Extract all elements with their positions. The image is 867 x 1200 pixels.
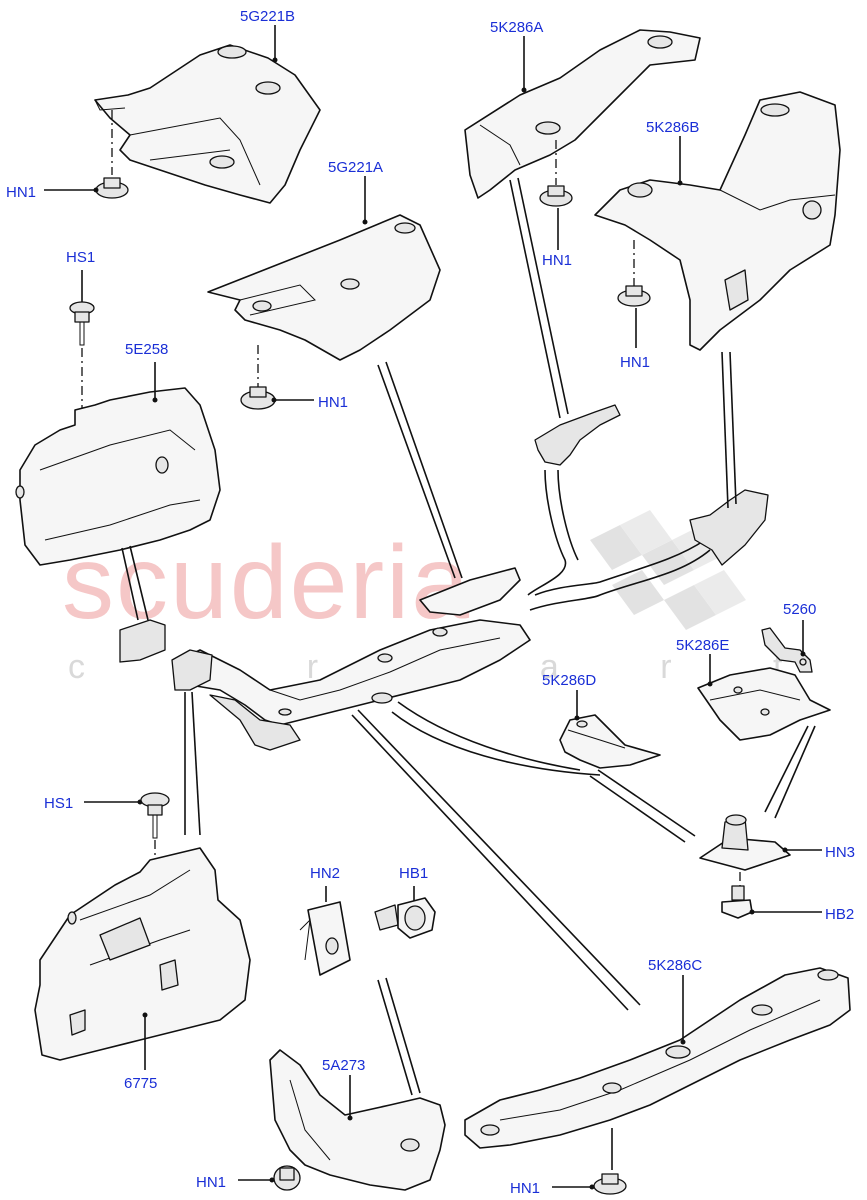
nut-hn1-c — [539, 185, 573, 207]
cage-nut-hn3 — [699, 814, 791, 871]
label-5260: 5260 — [783, 601, 816, 618]
nut-hn1-f — [593, 1173, 627, 1195]
bolt-hs1-top — [69, 301, 95, 346]
label-5k286c: 5K286C — [648, 957, 702, 974]
exhaust-system-assembly — [119, 404, 769, 751]
label-hn2: HN2 — [310, 865, 340, 882]
heat-shield-5g221b — [94, 44, 321, 204]
bolt-hb2 — [721, 885, 753, 919]
heat-shield-5e258 — [15, 387, 221, 566]
heat-shield-5a273 — [269, 1049, 446, 1191]
nut-hn1-d — [617, 285, 651, 307]
label-5k286b: 5K286B — [646, 119, 699, 136]
label-5a273: 5A273 — [322, 1057, 365, 1074]
label-hn3: HN3 — [825, 844, 855, 861]
heat-shield-5k286b — [594, 91, 841, 351]
label-5g221a: 5G221A — [328, 159, 383, 176]
heat-shield-6775 — [34, 847, 251, 1061]
label-hn1-b: HN1 — [318, 394, 348, 411]
label-5e258: 5E258 — [125, 341, 168, 358]
bolt-hs1-mid — [140, 792, 170, 839]
label-hn1-c: HN1 — [542, 252, 572, 269]
label-hs1-mid: HS1 — [44, 795, 73, 812]
label-hs1-top: HS1 — [66, 249, 95, 266]
label-hn1-d: HN1 — [620, 354, 650, 371]
label-hb1: HB1 — [399, 865, 428, 882]
label-5k286e: 5K286E — [676, 637, 729, 654]
label-5g221b: 5G221B — [240, 8, 295, 25]
heat-shield-5k286a — [464, 29, 701, 199]
heat-shield-5k286c — [464, 967, 851, 1149]
clip-nut-hn2 — [299, 901, 351, 976]
nut-hn1-b — [240, 386, 276, 410]
assembly-leader-lines — [184, 177, 737, 1011]
heat-shield-5g221a — [207, 214, 441, 361]
nut-hn1-e — [273, 1165, 301, 1191]
nut-hn1-a — [95, 177, 129, 199]
heat-shield-5k286e — [697, 667, 831, 741]
checkered-flag-mark — [590, 510, 746, 630]
bracket-5260 — [761, 627, 813, 673]
label-6775: 6775 — [124, 1075, 157, 1092]
label-5k286a: 5K286A — [490, 19, 543, 36]
bolt-hb1 — [374, 897, 436, 939]
label-hn1-f: HN1 — [510, 1180, 540, 1197]
label-hb2: HB2 — [825, 906, 854, 923]
heat-shield-5k286d — [559, 714, 661, 769]
label-5k286d: 5K286D — [542, 672, 596, 689]
label-hn1-a: HN1 — [6, 184, 36, 201]
label-hn1-e: HN1 — [196, 1174, 226, 1191]
